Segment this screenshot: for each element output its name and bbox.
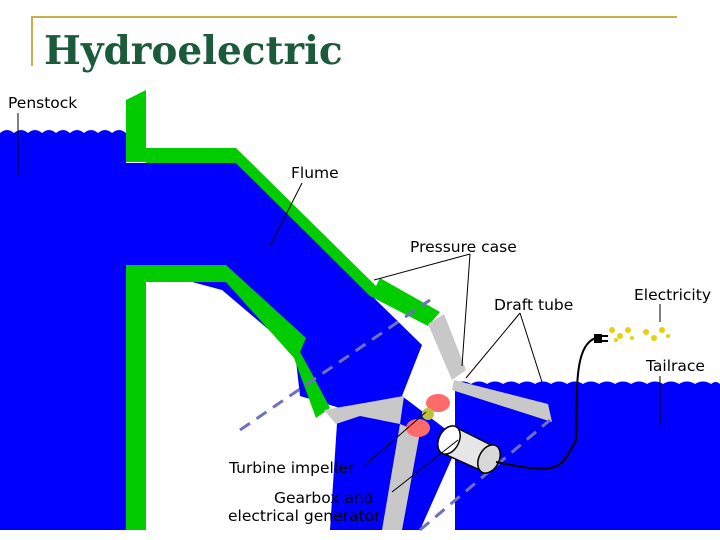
reservoir-water-lower — [0, 265, 126, 530]
impeller-hub — [422, 408, 434, 420]
flume-leader-line — [269, 182, 303, 247]
pressure-case-left — [324, 396, 404, 424]
title-decoration-vertical-line — [31, 16, 33, 66]
draft-tube-leader-line-b — [519, 312, 543, 383]
label-draft-tube: Draft tube — [494, 296, 573, 314]
label-flume: Flume — [291, 164, 339, 182]
label-penstock: Penstock — [8, 94, 77, 112]
label-turbine-impeller: Turbine impeller — [228, 459, 355, 477]
generator-cylinder — [437, 425, 501, 474]
flume-water — [126, 163, 422, 408]
turbine-impeller-leader-line — [363, 411, 427, 467]
label-generator-line2: electrical generator — [228, 507, 381, 525]
label-tailrace: Tailrace — [645, 357, 705, 375]
dam-lower-wall — [126, 265, 330, 530]
title-decoration-horizontal-line — [31, 16, 677, 18]
flume-top-wall — [146, 148, 440, 326]
generator-leader-line — [391, 439, 459, 493]
pressure-case-leader-line-a — [373, 253, 471, 281]
draft-shaft-line — [419, 418, 551, 532]
reservoir-water — [0, 130, 126, 265]
impeller-blade-lower — [406, 419, 430, 437]
slide-title: Hydroelectric — [44, 28, 343, 74]
draft-tube-left — [382, 424, 420, 530]
turbine-shaft-line — [239, 298, 431, 432]
pressure-case-leader-line-b — [461, 253, 471, 367]
power-cable — [495, 337, 597, 470]
label-electricity: Electricity — [634, 286, 711, 304]
draft-tube-right — [452, 380, 552, 422]
label-generator-line1: Gearbox and — [274, 489, 374, 507]
electricity-sparks-icon — [609, 327, 670, 342]
dam-upper-wall — [126, 90, 146, 162]
label-pressure-case: Pressure case — [410, 238, 517, 256]
draft-tube-leader-line-a — [465, 312, 521, 379]
pressure-case-right — [428, 314, 466, 380]
tailrace-water — [455, 381, 720, 530]
plug-icon — [594, 334, 608, 343]
impeller-blade-upper — [426, 394, 450, 412]
